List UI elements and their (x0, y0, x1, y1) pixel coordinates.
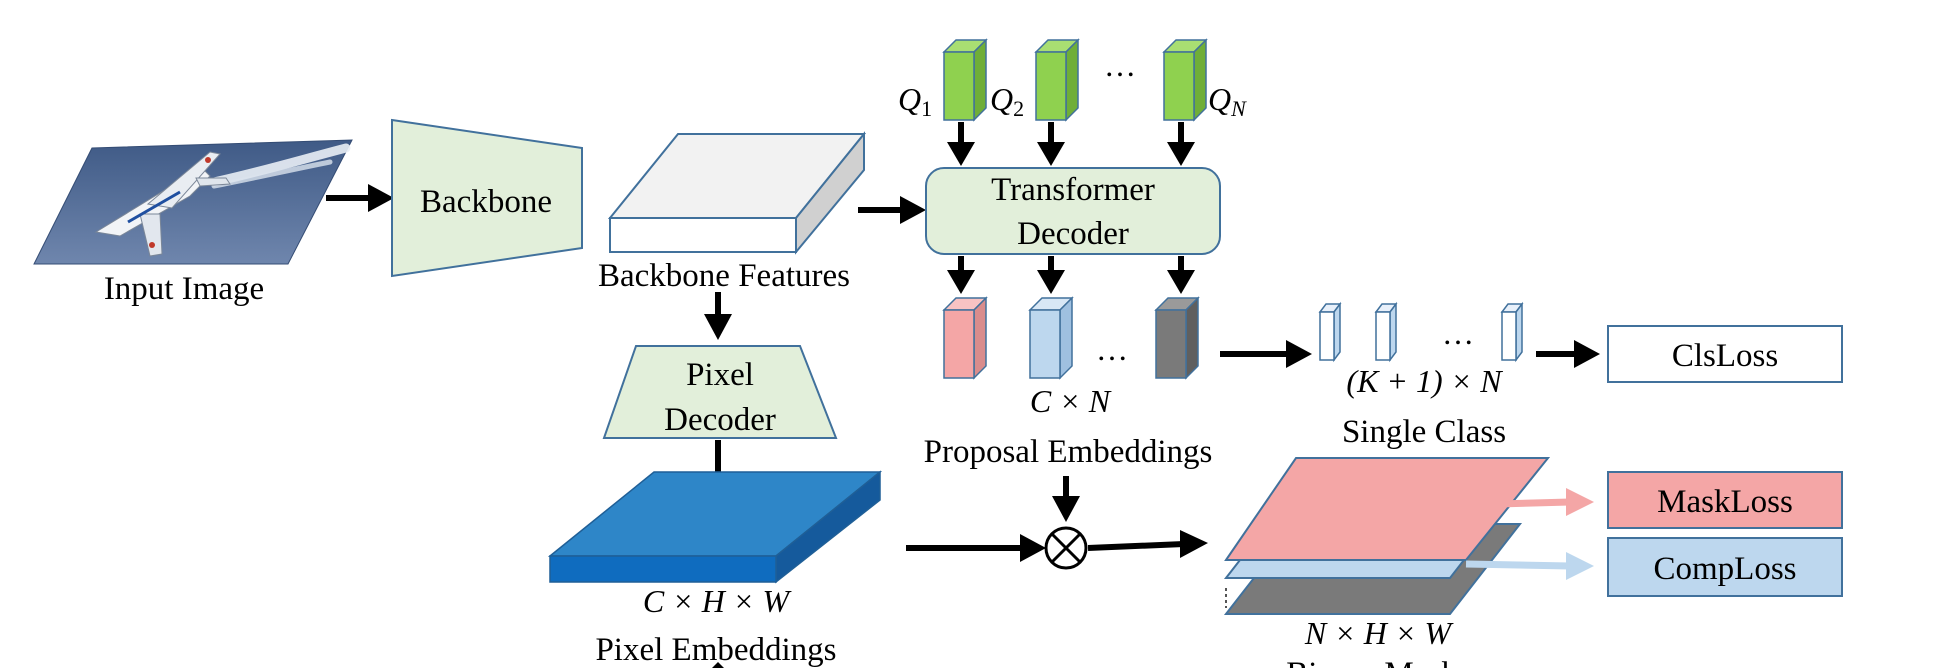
clsloss-label: ClsLoss (1672, 338, 1778, 374)
jet-icon (94, 151, 231, 257)
query-label-n: QN (1208, 81, 1247, 121)
arrow-features-to-transformer (858, 196, 926, 224)
backbone-features-label: Backbone Features (598, 258, 850, 294)
comploss-label: CompLoss (1653, 551, 1796, 587)
query-label-2-name: Q (990, 81, 1013, 117)
query-label-1: Q1 (898, 81, 932, 121)
query-cube-1 (942, 38, 988, 122)
class-bar-1 (1318, 301, 1342, 363)
arrows-queries-to-transformer (947, 122, 1195, 166)
input-image-label: Input Image (104, 271, 264, 307)
arrow-class-to-clsloss (1536, 340, 1600, 368)
transformer-decoder-block (925, 167, 1221, 255)
query-label-1-name: Q (898, 81, 921, 117)
query-cube-2 (1034, 38, 1080, 122)
binary-masks-stack (1223, 457, 1551, 615)
backbone-block (391, 118, 583, 278)
pixel-embeddings-label: Pixel Embeddings (595, 632, 836, 668)
arrow-stub-bottom (712, 662, 724, 668)
proposal-cube-red (942, 296, 988, 380)
pixel-decoder-block (602, 345, 838, 439)
clsloss-box (1607, 325, 1843, 383)
binary-mask-label: Binary Mask (1286, 656, 1458, 668)
query-dots: … (1104, 47, 1136, 83)
comploss-box (1607, 537, 1843, 597)
backbone-features-block (607, 131, 867, 255)
proposal-dims: C × N (1030, 383, 1112, 419)
query-label-2-sub: 2 (1013, 96, 1024, 121)
pixel-decoder-line2: Decoder (664, 402, 776, 438)
arrow-features-to-pixel-decoder (704, 292, 732, 340)
input-image (33, 139, 353, 265)
query-label-n-name: Q (1208, 81, 1231, 117)
class-bar-2 (1374, 301, 1398, 363)
maskloss-label: MaskLoss (1657, 484, 1793, 520)
query-cube-n (1162, 38, 1208, 122)
arrow-pixel-to-multiply (906, 534, 1046, 562)
single-class-label: Single Class (1342, 414, 1506, 450)
arrow-image-to-backbone (326, 184, 394, 212)
proposal-embeddings-label: Proposal Embeddings (924, 434, 1213, 470)
single-class-dims: (K + 1) × N (1346, 363, 1503, 399)
arrows-transformer-to-embeddings (947, 256, 1195, 294)
class-dots: … (1442, 315, 1474, 351)
binary-mask-dims: N × H × W (1304, 615, 1455, 651)
query-label-1-sub: 1 (921, 96, 932, 121)
pixel-embeddings-dims: C × H × W (643, 583, 793, 619)
arrow-masks-to-comploss (1465, 552, 1594, 580)
arrow-masks-to-maskloss (1497, 488, 1594, 516)
proposal-dots: … (1096, 331, 1128, 367)
pixel-embeddings-block (547, 470, 883, 584)
backbone-label: Backbone (420, 184, 552, 220)
arrow-proposal-to-multiply (1052, 476, 1080, 522)
class-bar-n (1500, 301, 1524, 363)
transformer-label-line2: Decoder (1017, 216, 1129, 252)
pixel-decoder-line1: Pixel (686, 357, 754, 393)
arrow-multiply-to-masks (1087, 530, 1208, 558)
multiply-icon (1044, 526, 1088, 570)
proposal-cube-gray (1154, 296, 1200, 380)
query-label-2: Q2 (990, 81, 1024, 121)
maskloss-box (1607, 471, 1843, 529)
query-label-n-sub: N (1230, 96, 1247, 121)
proposal-cube-blue (1028, 296, 1074, 380)
arrow-embeddings-to-class (1220, 340, 1312, 368)
transformer-label-line1: Transformer (991, 172, 1155, 208)
